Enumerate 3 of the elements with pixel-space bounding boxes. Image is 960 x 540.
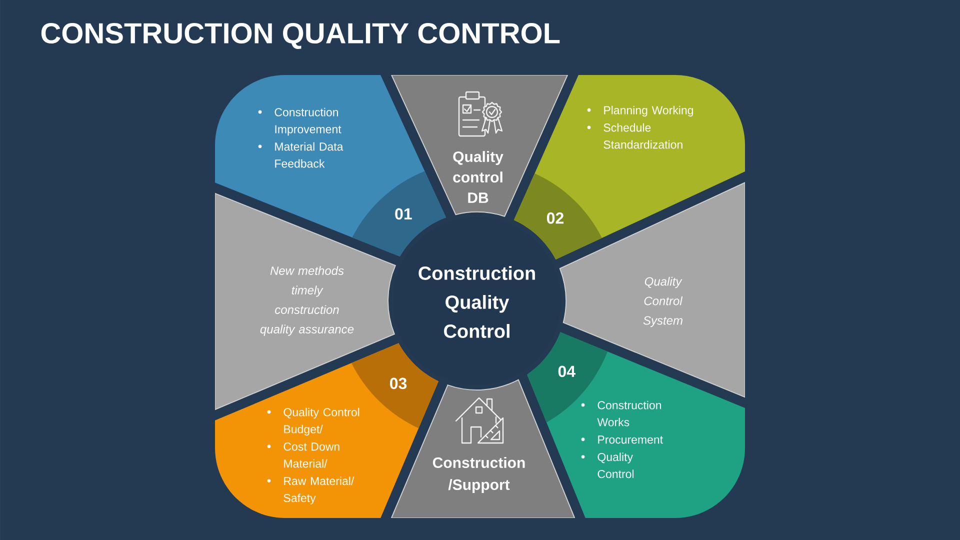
number-band: 01 xyxy=(352,171,446,257)
title: CONSTRUCTION QUALITY CONTROL xyxy=(41,23,560,49)
number-band: 02 xyxy=(514,173,602,260)
